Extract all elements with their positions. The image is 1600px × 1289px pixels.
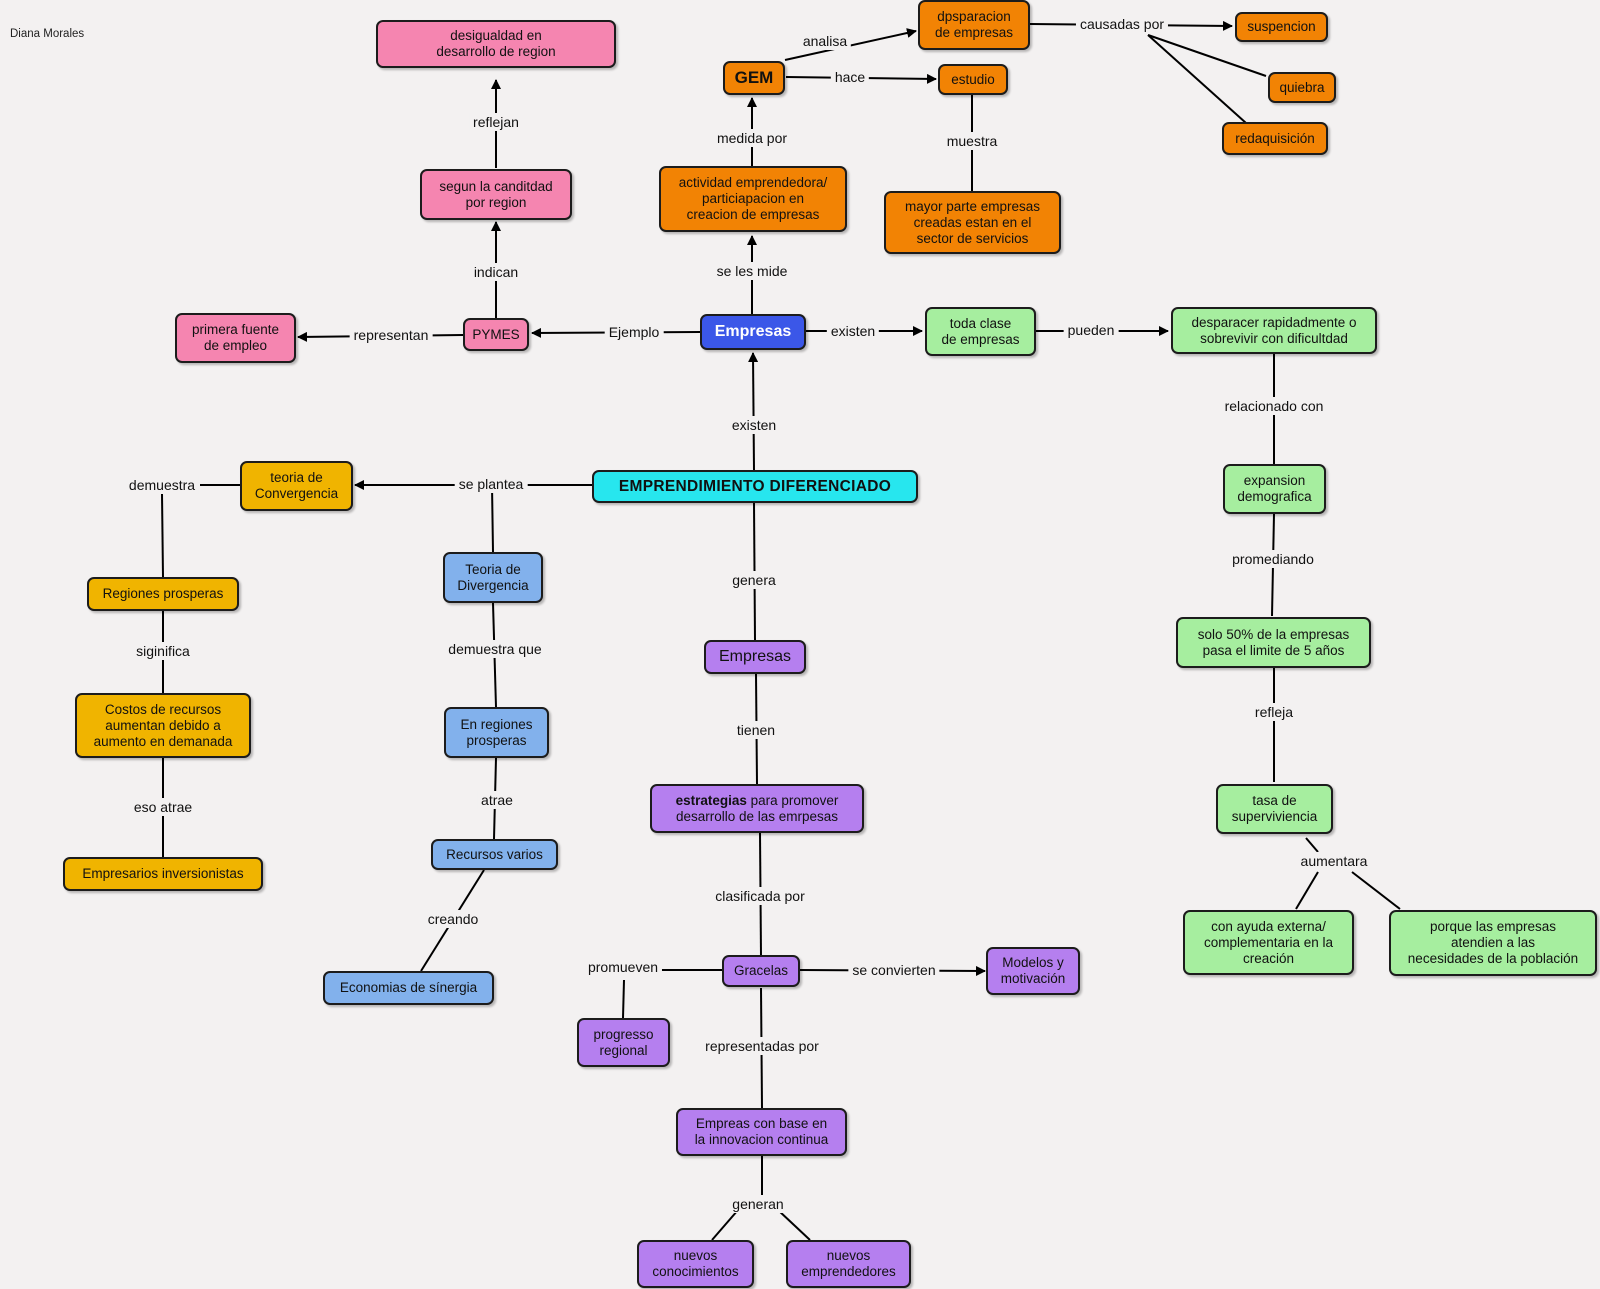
- node-estrategias[interactable]: estrategias para promover desarrollo de …: [650, 784, 864, 833]
- link-label-promueven: promueven: [583, 958, 663, 976]
- node-estudio[interactable]: estudio: [938, 64, 1008, 95]
- node-empreas-base-innovacion[interactable]: Empreas con base en la innovacion contin…: [676, 1108, 847, 1156]
- node-gem[interactable]: GEM: [723, 61, 785, 95]
- link-label-indican: indican: [469, 263, 523, 281]
- link-label-pueden: pueden: [1063, 321, 1119, 339]
- node-teoria-convergencia[interactable]: teoria de Convergencia: [240, 461, 353, 511]
- link-label-atrae: atrae: [477, 791, 517, 809]
- link-label-tienen: tienen: [732, 721, 780, 739]
- node-porque-empresas[interactable]: porque las empresas atendien a las neces…: [1389, 910, 1597, 976]
- link-label-generan: generan: [728, 1195, 788, 1213]
- node-nuevos-emprendedores[interactable]: nuevos emprendedores: [786, 1240, 911, 1288]
- link-label-hace: hace: [830, 68, 870, 86]
- estrategias-rest: para promover desarrollo de las emrpesas: [675, 792, 839, 824]
- node-gracelas[interactable]: Gracelas: [722, 955, 800, 987]
- node-quiebra[interactable]: quiebra: [1268, 72, 1336, 103]
- link-label-existen-up: existen: [727, 416, 781, 434]
- link-label-refleja: refleja: [1250, 703, 1298, 721]
- node-tasa-superviviencia[interactable]: tasa de superviviencia: [1216, 784, 1333, 834]
- node-progresso-regional[interactable]: progresso regional: [577, 1018, 670, 1067]
- link-label-relacionado-con: relacionado con: [1220, 397, 1328, 415]
- node-desigualdad[interactable]: desigualdad en desarrollo de region: [376, 20, 616, 68]
- node-economias-sinergia[interactable]: Economias de sínergia: [323, 971, 494, 1005]
- estrategias-bold: estrategias: [675, 792, 747, 808]
- link-label-se-les-mide: se les mide: [712, 262, 792, 280]
- link-label-existen-right: existen: [826, 322, 880, 340]
- link-label-se-plantea: se plantea: [454, 475, 528, 493]
- node-redaquisicion[interactable]: redaquisición: [1222, 122, 1328, 155]
- link-label-promediando: promediando: [1228, 550, 1318, 568]
- link-label-representadas-por: representadas por: [701, 1037, 823, 1055]
- link-label-reflejan: reflejan: [469, 113, 523, 131]
- link-label-siginifica: siginifica: [132, 642, 194, 660]
- node-mayor-parte[interactable]: mayor parte empresas creadas estan en el…: [884, 191, 1061, 254]
- node-regiones-prosperas[interactable]: Regiones prosperas: [87, 577, 239, 611]
- node-expansion-demografica[interactable]: expansion demografica: [1223, 464, 1326, 514]
- link-label-ejemplo: Ejemplo: [604, 323, 664, 341]
- node-empresas-mid[interactable]: Empresas: [704, 640, 806, 674]
- node-dpsparacion[interactable]: dpsparacion de empresas: [918, 0, 1030, 50]
- link-label-muestra: muestra: [942, 132, 1002, 150]
- node-teoria-divergencia[interactable]: Teoria de Divergencia: [443, 552, 543, 603]
- node-en-regiones-prosperas[interactable]: En regiones prosperas: [444, 707, 549, 758]
- node-con-ayuda[interactable]: con ayuda externa/ complementaria en la …: [1183, 910, 1354, 975]
- link-label-eso-atrae: eso atrae: [129, 798, 197, 816]
- link-label-aumentara: aumentara: [1296, 852, 1372, 870]
- node-toda-clase[interactable]: toda clase de empresas: [925, 307, 1036, 356]
- node-desparacer[interactable]: desparacer rapidadmente o sobrevivir con…: [1171, 307, 1377, 354]
- node-pymes[interactable]: PYMES: [463, 318, 529, 351]
- link-label-representan: representan: [349, 326, 433, 344]
- link-label-genera: genera: [728, 571, 780, 589]
- node-nuevos-conocimientos[interactable]: nuevos conocimientos: [637, 1240, 754, 1288]
- link-label-creando: creando: [423, 910, 483, 928]
- author-label: Diana Morales: [10, 28, 85, 40]
- node-primera-fuente[interactable]: primera fuente de empleo: [175, 313, 296, 363]
- node-recursos-varios[interactable]: Recursos varios: [431, 839, 558, 870]
- node-modelos-motivacion[interactable]: Modelos y motivación: [986, 947, 1080, 995]
- node-costos-recursos[interactable]: Costos de recursos aumentan debido a aum…: [75, 693, 251, 758]
- link-label-demuestra-que: demuestra que: [444, 640, 546, 658]
- node-solo-50[interactable]: solo 50% de la empresas pasa el limite d…: [1176, 617, 1371, 668]
- node-suspencion[interactable]: suspencion: [1235, 12, 1328, 42]
- link-label-medida-por: medida por: [712, 129, 792, 147]
- link-label-analisa: analisa: [798, 32, 852, 50]
- link-label-demuestra: demuestra: [124, 476, 200, 494]
- link-label-clasificada-por: clasificada por: [711, 887, 809, 905]
- node-actividad-emprendedora[interactable]: actividad emprendedora/ particiapacion e…: [659, 166, 847, 232]
- node-empresas-top[interactable]: Empresas: [700, 314, 806, 350]
- node-emprendimiento-diferenciado[interactable]: EMPRENDIMIENTO DIFERENCIADO: [592, 470, 918, 503]
- node-empresarios-inversionistas[interactable]: Empresarios inversionistas: [63, 857, 263, 891]
- estrategias-text: estrategias para promover desarrollo de …: [676, 793, 839, 825]
- link-label-causadas-por: causadas por: [1075, 15, 1169, 33]
- node-segun-cantidad[interactable]: segun la canditdad por region: [420, 169, 572, 220]
- link-label-se-convierten: se convierten: [848, 961, 940, 979]
